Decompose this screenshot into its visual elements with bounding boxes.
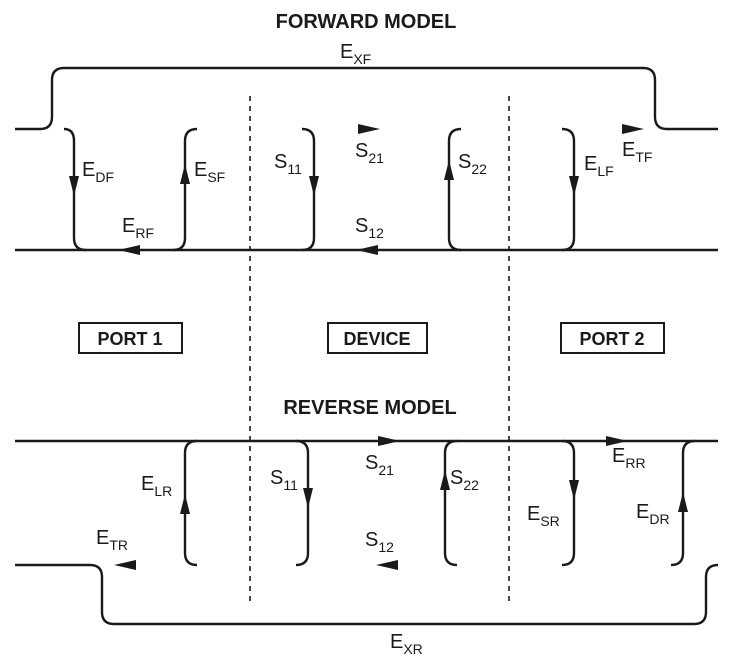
forward-esf-arrow	[180, 164, 190, 184]
forward-etf-arrow	[622, 124, 644, 134]
forward-s22-label: S22	[458, 151, 487, 177]
reverse-model-title: REVERSE MODEL	[283, 397, 456, 419]
forward-s12-label: S12	[355, 215, 384, 241]
forward-esf-branch	[172, 127, 198, 252]
reverse-s21-arrow	[378, 436, 400, 446]
forward-elf-branch	[561, 127, 576, 252]
reverse-esr-arrow	[569, 480, 579, 500]
forward-model-title: FORWARD MODEL	[276, 11, 457, 33]
forward-s12-arrow	[356, 245, 378, 255]
reverse-etr-arrow	[114, 560, 136, 570]
reverse-s11-arrow	[303, 488, 313, 508]
forward-s11-label: S11	[274, 151, 302, 177]
reverse-s22-arrow	[440, 470, 450, 490]
forward-s21-arrow	[358, 124, 380, 134]
reverse-s12-label: S12	[365, 529, 394, 555]
forward-s11-arrow	[309, 176, 319, 196]
forward-s22-arrow	[444, 160, 454, 180]
port2-box: PORT 2	[560, 322, 665, 354]
port1-label: PORT 1	[97, 329, 162, 349]
forward-erf-label: ERF	[122, 215, 154, 241]
reverse-s21-label: S21	[365, 452, 394, 478]
forward-edf-label: EDF	[82, 159, 114, 185]
forward-edf-arrow	[69, 176, 79, 196]
port1-box: PORT 1	[78, 322, 183, 354]
forward-etf-label: ETF	[622, 139, 652, 165]
reverse-etr-label: ETR	[96, 527, 128, 553]
reverse-exr-label: EXR	[390, 631, 423, 657]
forward-s11-branch	[301, 127, 316, 252]
forward-elf-label: ELF	[584, 153, 614, 179]
reverse-elr-arrow	[180, 494, 190, 514]
device-label: DEVICE	[343, 329, 410, 349]
forward-s22-branch	[447, 127, 462, 252]
reverse-err-label: ERR	[612, 445, 646, 471]
forward-erf-arrow	[118, 245, 140, 255]
reverse-s22-label: S22	[450, 467, 479, 493]
forward-elf-arrow	[569, 176, 579, 196]
reverse-err-arrow	[606, 436, 628, 446]
reverse-s12-arrow	[376, 560, 398, 570]
reverse-s11-label: S11	[270, 467, 298, 493]
reverse-elr-label: ELR	[141, 473, 172, 499]
reverse-esr-label: ESR	[527, 503, 560, 529]
forward-top-line	[15, 66, 718, 131]
reverse-edr-arrow	[678, 492, 688, 512]
forward-exf-label: EXF	[340, 41, 371, 67]
forward-s21-label: S21	[355, 140, 384, 166]
reverse-s11-branch	[295, 439, 310, 567]
reverse-esr-branch	[561, 439, 576, 567]
port2-label: PORT 2	[579, 329, 644, 349]
reverse-bottom-line	[15, 563, 719, 626]
reverse-edr-label: EDR	[636, 501, 670, 527]
reverse-s22-branch	[443, 439, 458, 567]
forward-esf-label: ESF	[194, 159, 225, 185]
device-box: DEVICE	[327, 322, 428, 354]
